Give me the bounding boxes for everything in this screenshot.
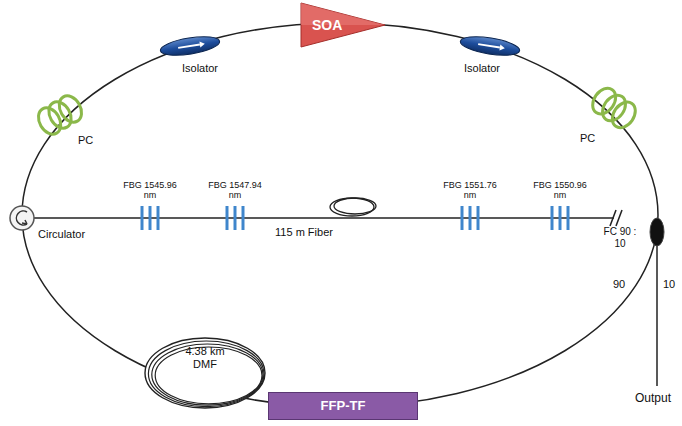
fiber-coupler [650, 218, 664, 246]
part-label: 115 m Fiber [262, 226, 346, 239]
grating-label: FBG 1545.96 nm [120, 180, 180, 201]
polarization-controller [34, 92, 86, 138]
port-ratio: 10 [663, 278, 679, 291]
fiber-ring [22, 23, 658, 407]
filter-box: FFP-TF [268, 392, 418, 420]
component-name: FFP-TF [268, 392, 418, 420]
part-label: Isolator [452, 62, 512, 75]
coil-winding [145, 338, 265, 408]
fbg-gratings [142, 206, 568, 230]
coil-winding [148, 341, 264, 407]
polarization-controller [588, 84, 640, 132]
part-label: Isolator [170, 62, 230, 75]
output-fiber [656, 244, 658, 386]
fiber-spool [330, 198, 376, 216]
component-name: 4.38 km DMF [179, 345, 231, 371]
part-label: Circulator [38, 228, 108, 241]
isolator-symbol [459, 33, 521, 58]
amplifier-triangle: SOA [300, 2, 386, 48]
port-ratio: 90 [613, 278, 631, 291]
output-label: Output [627, 392, 679, 406]
grating-label: FBG 1551.76 nm [440, 180, 500, 201]
component-name: SOA [312, 2, 342, 48]
fiber-end-mark [610, 210, 622, 226]
isolator-symbol [159, 33, 221, 58]
triangle-shape [301, 3, 385, 47]
box-shape [269, 393, 418, 420]
coupler-label: FC 90 : 10 [597, 226, 643, 249]
fiber-coil: 4.38 km DMF [143, 336, 267, 410]
grating-label: FBG 1550.96 nm [530, 180, 590, 201]
coil-winding [152, 344, 263, 405]
part-label: PC [78, 134, 108, 147]
fbg-branch-fiber [34, 217, 614, 219]
part-label: PC [580, 132, 610, 145]
circulator-symbol [10, 206, 34, 230]
grating-label: FBG 1547.94 nm [205, 180, 265, 201]
